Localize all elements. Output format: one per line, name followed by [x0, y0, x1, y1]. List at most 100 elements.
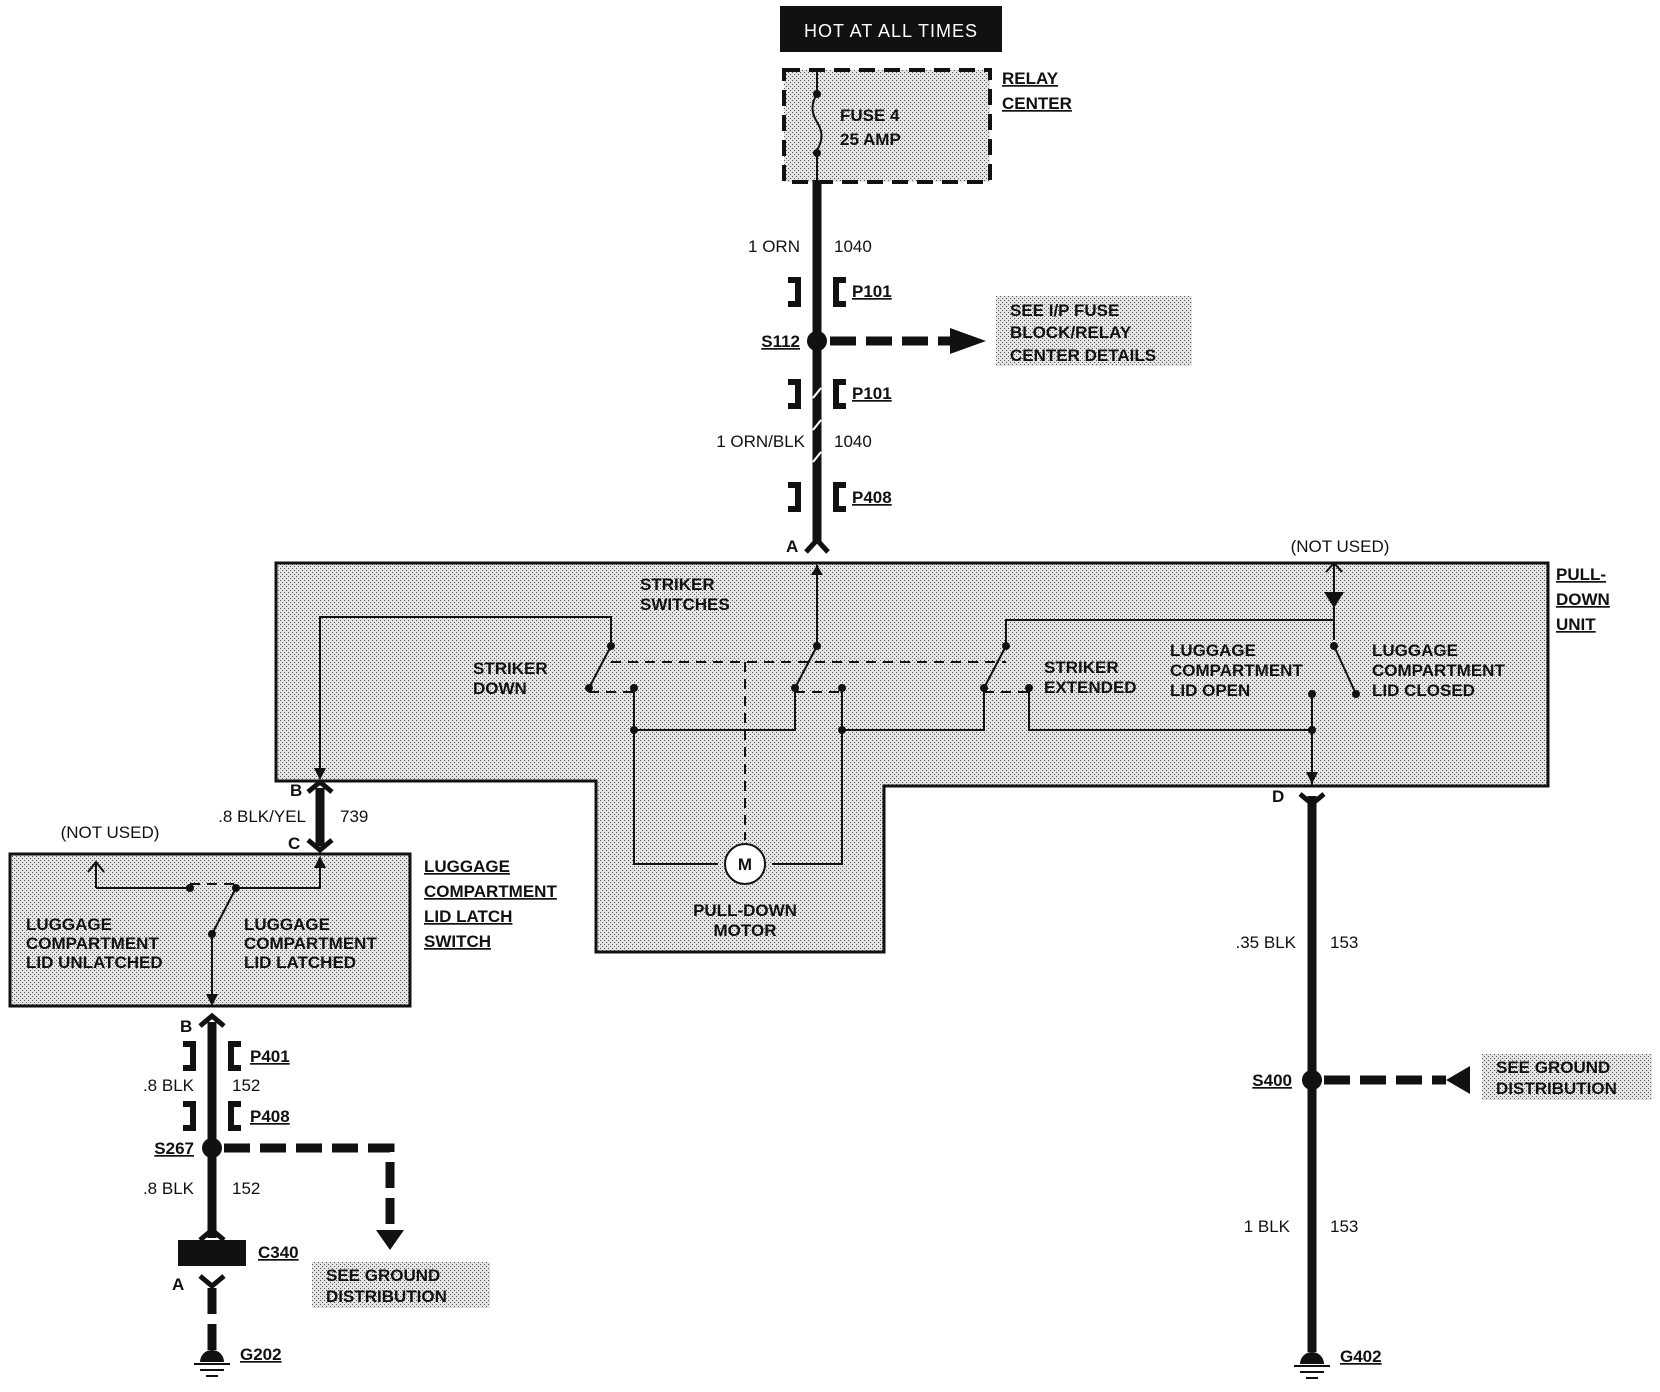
wire-1-circuit: 1040	[834, 237, 872, 256]
p408-bottom-male	[183, 1101, 196, 1131]
ground-dist-right-1: SEE GROUND	[1496, 1058, 1610, 1077]
lid-closed-2: COMPARTMENT	[1372, 661, 1505, 680]
relay-center-label-1: RELAY	[1002, 69, 1059, 88]
lid-open-1: LUGGAGE	[1170, 641, 1256, 660]
pin-b-latch-chevron	[198, 1012, 226, 1028]
wire-5-gauge: .8 BLK	[143, 1179, 195, 1198]
motor-label-2: MOTOR	[714, 921, 777, 940]
pin-b-chevron	[306, 778, 334, 794]
s400-splice-dot	[1302, 1070, 1322, 1090]
wire-4-circuit: 152	[232, 1076, 260, 1095]
s267-label: S267	[154, 1139, 194, 1158]
p408-top-label: P408	[852, 488, 892, 507]
pin-a-c340-label: A	[172, 1275, 184, 1294]
wire-6-circuit: 153	[1330, 933, 1358, 952]
wire-3-circuit: 739	[340, 807, 368, 826]
p101-upper-label: P101	[852, 282, 892, 301]
lid-switch-contact-closed	[1352, 690, 1360, 698]
pin-d-label: D	[1272, 787, 1284, 806]
pull-down-unit-name-1: PULL-	[1556, 565, 1606, 584]
c340-top-chevron	[198, 1226, 226, 1242]
latch-switch-name-2: COMPARTMENT	[424, 882, 557, 901]
wire-2-circuit: 1040	[834, 432, 872, 451]
pull-down-not-used: (NOT USED)	[1291, 537, 1390, 556]
striker-switches-2: SWITCHES	[640, 595, 730, 614]
fuse-details-line-3: CENTER DETAILS	[1010, 346, 1156, 365]
latch-latched-2: COMPARTMENT	[244, 934, 377, 953]
fuse-rating: 25 AMP	[840, 130, 901, 149]
latch-unlatched-2: COMPARTMENT	[26, 934, 159, 953]
pin-b-pull-label: B	[290, 781, 302, 800]
pin-b-arrow	[314, 768, 326, 780]
g202-label: G202	[240, 1345, 282, 1364]
center-right-link	[841, 688, 985, 731]
fuse-icon	[811, 93, 823, 151]
latch-pin-b-arrow	[206, 994, 218, 1006]
left-center-link	[633, 688, 796, 731]
right-switch-blade	[983, 645, 1007, 689]
p408-bottom-label: P408	[250, 1107, 290, 1126]
latch-switch-name-4: SWITCH	[424, 932, 491, 951]
s267-branch-arrow	[376, 1230, 404, 1250]
ground-dist-right-note	[1482, 1054, 1652, 1100]
latch-switch-box	[8, 852, 412, 1008]
g202-ground-icon	[200, 1350, 224, 1362]
motor-lead-right	[772, 730, 843, 865]
latch-latched-3: LID LATCHED	[244, 953, 356, 972]
lid-switch-blade	[1333, 645, 1357, 695]
motor-icon	[724, 843, 766, 885]
ground-dist-left-2: DISTRIBUTION	[326, 1287, 447, 1306]
pin-d-arrow	[1306, 772, 1318, 784]
s267-splice-dot	[202, 1138, 222, 1158]
p401-male	[183, 1041, 196, 1071]
left-switch-blade	[588, 645, 612, 689]
fuse-name: FUSE 4	[840, 106, 900, 125]
ground-dist-right-2: DISTRIBUTION	[1496, 1079, 1617, 1098]
wire-6-gauge: .35 BLK	[1236, 933, 1297, 952]
striker-down-2: DOWN	[473, 679, 527, 698]
latch-unlatched-1: LUGGAGE	[26, 915, 112, 934]
latch-pin-c-arrow	[314, 856, 326, 868]
latch-latched-1: LUGGAGE	[244, 915, 330, 934]
lid-open-2: COMPARTMENT	[1170, 661, 1303, 680]
relay-center-box	[782, 68, 992, 184]
p101-lower-female	[833, 379, 846, 409]
fuse-details-line-1: SEE I/P FUSE	[1010, 301, 1119, 320]
wire-7-circuit: 153	[1330, 1217, 1358, 1236]
wire-1-gauge: 1 ORN	[748, 237, 800, 256]
lid-open-3: LID OPEN	[1170, 681, 1250, 700]
striker-extended-1: STRIKER	[1044, 658, 1119, 677]
left-switch-contact-a	[585, 684, 593, 692]
right-switch-lead	[1005, 619, 1334, 646]
ground-dist-left-1: SEE GROUND	[326, 1266, 440, 1285]
p401-female	[228, 1041, 241, 1071]
pin-c-label: C	[288, 834, 300, 853]
not-used-arrow	[1324, 592, 1344, 608]
wire-4-gauge: .8 BLK	[143, 1076, 195, 1095]
wire-5-circuit: 152	[232, 1179, 260, 1198]
relay-center-label-2: CENTER	[1002, 94, 1072, 113]
internal-feed-arrow	[811, 565, 823, 575]
g402-label: G402	[1340, 1347, 1382, 1366]
s112-label: S112	[761, 332, 800, 351]
striker-switches-1: STRIKER	[640, 575, 715, 594]
fuse-details-line-2: BLOCK/RELAY	[1010, 323, 1132, 342]
striker-down-1: STRIKER	[473, 659, 548, 678]
pin-a-chevron	[804, 536, 830, 554]
latch-switch-name-3: LID LATCH	[424, 907, 512, 926]
p101-upper-female	[833, 277, 846, 307]
motor-lead-left	[633, 730, 718, 865]
s112-branch-arrow	[950, 328, 986, 354]
lid-closed-1: LUGGAGE	[1372, 641, 1458, 660]
p408-bottom-female	[228, 1101, 241, 1131]
p408-top-female	[833, 482, 846, 512]
junction-dot	[1308, 726, 1316, 734]
pull-down-unit-name-3: UNIT	[1556, 615, 1596, 634]
p401-label: P401	[250, 1047, 290, 1066]
wire-3-gauge: .8 BLK/YEL	[218, 807, 306, 826]
p408-top-male	[788, 482, 801, 512]
c340-connector	[178, 1240, 246, 1266]
p101-lower-male	[788, 379, 801, 409]
